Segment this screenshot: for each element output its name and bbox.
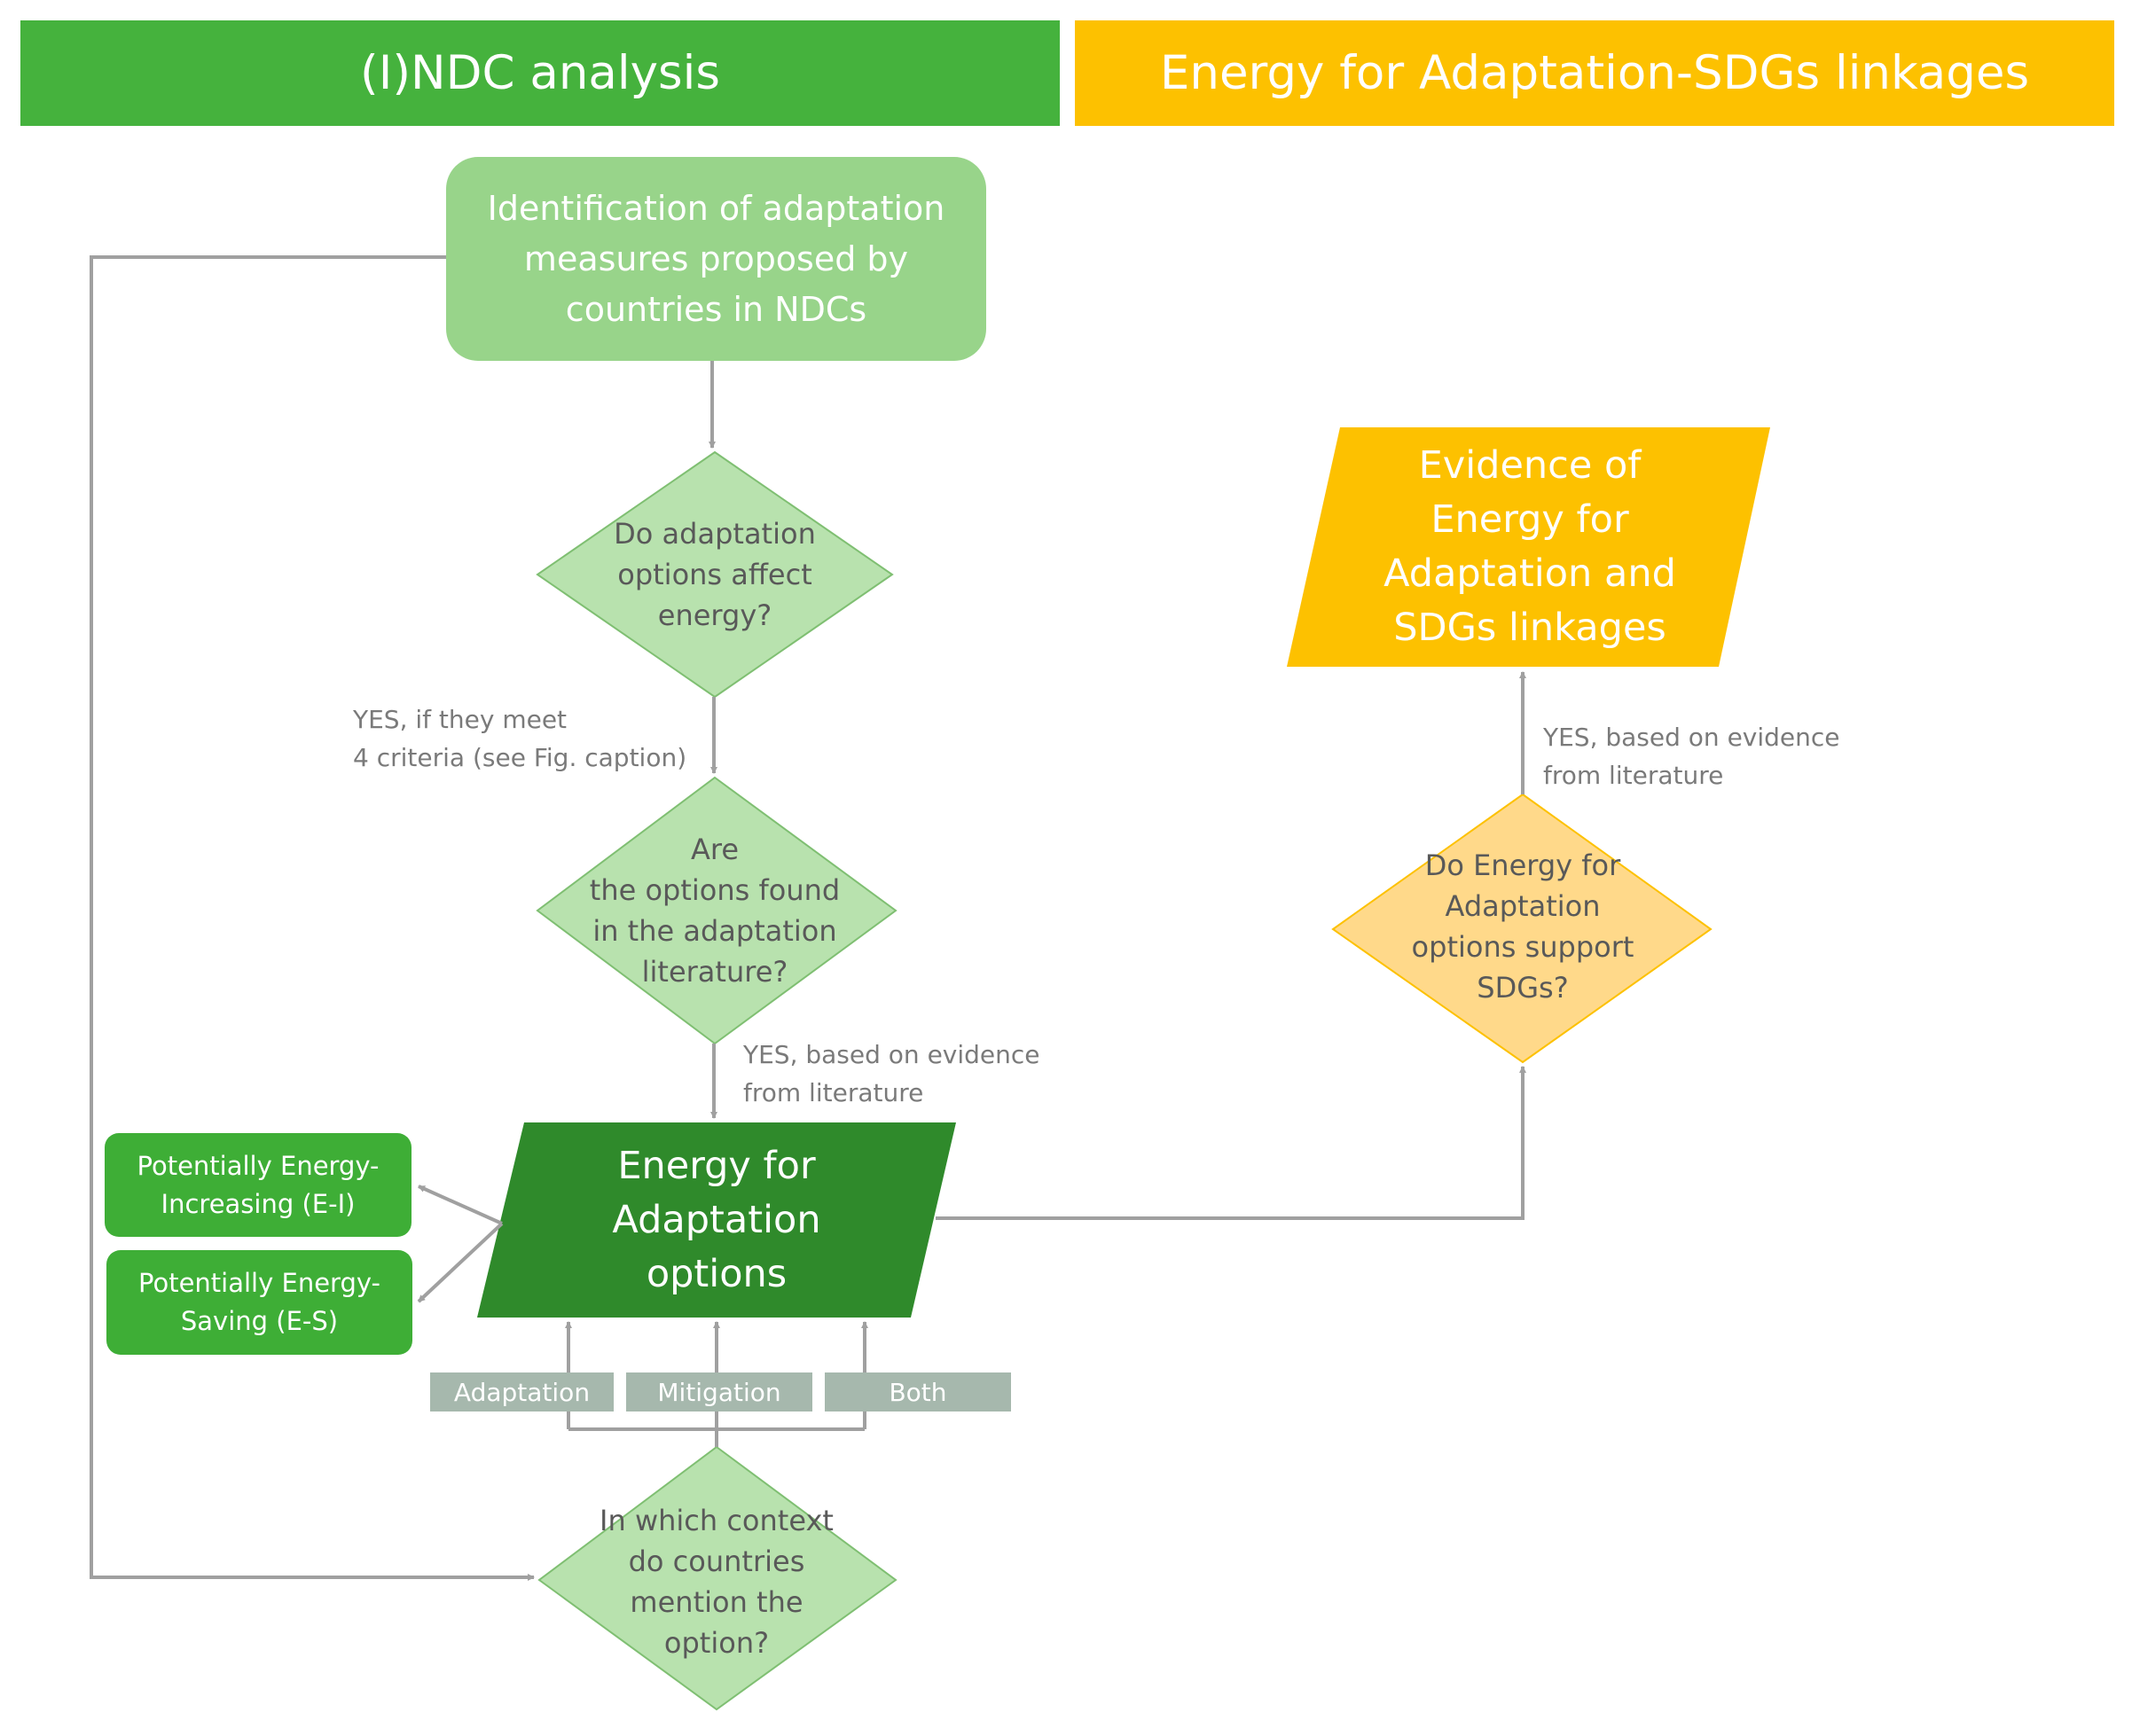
header-left-title: (I)NDC analysis	[360, 46, 720, 100]
identification-box	[446, 157, 986, 361]
arrow-energy-to-saving	[417, 1222, 504, 1303]
label-yes-literature-right: YES, based on evidence from literature	[1543, 723, 1840, 790]
header-bar-right	[1075, 20, 2114, 126]
energy-saving-text: Potentially Energy- Saving (E-S)	[138, 1268, 380, 1336]
energy-options-parallelogram	[477, 1122, 956, 1318]
energy-options-text: Energy for Adaptation options	[612, 1143, 821, 1296]
arrow-energy-to-increasing	[418, 1185, 503, 1225]
header-bar-left	[20, 20, 1060, 126]
label-yes-criteria: YES, if they meet 4 criteria (see Fig. c…	[353, 705, 687, 772]
support-sdgs-text: Do Energy for Adaptation options support…	[1411, 848, 1634, 1005]
loop-line-identification-to-context	[90, 255, 535, 1581]
evidence-parallelogram	[1287, 427, 1770, 667]
tag-adaptation: Adaptation	[430, 1372, 614, 1411]
found-literature-text: Are the options found in the adaptation …	[589, 833, 841, 989]
label-yes-literature: YES, based on evidence from literature	[743, 1040, 1040, 1107]
support-sdgs-diamond	[1331, 793, 1713, 1064]
tag-mitigation: Mitigation	[626, 1372, 812, 1411]
arrow-energy-to-sdgs	[936, 1066, 1526, 1220]
header-right-title: Energy for Adaptation-SDGs linkages	[1159, 46, 2030, 100]
affect-energy-text: Do adaptation options affect energy?	[614, 517, 816, 632]
evidence-text: Evidence of Energy for Adaptation and SD…	[1383, 443, 1676, 650]
identification-text: Identification of adaptation measures pr…	[487, 188, 945, 329]
tag-both: Both	[825, 1372, 1011, 1411]
context-text: In which context do countries mention th…	[600, 1504, 834, 1660]
energy-increasing-box	[105, 1133, 412, 1237]
context-diamond	[537, 1445, 897, 1711]
energy-increasing-text: Potentially Energy- Increasing (E-I)	[137, 1150, 380, 1219]
energy-saving-box	[106, 1250, 412, 1355]
